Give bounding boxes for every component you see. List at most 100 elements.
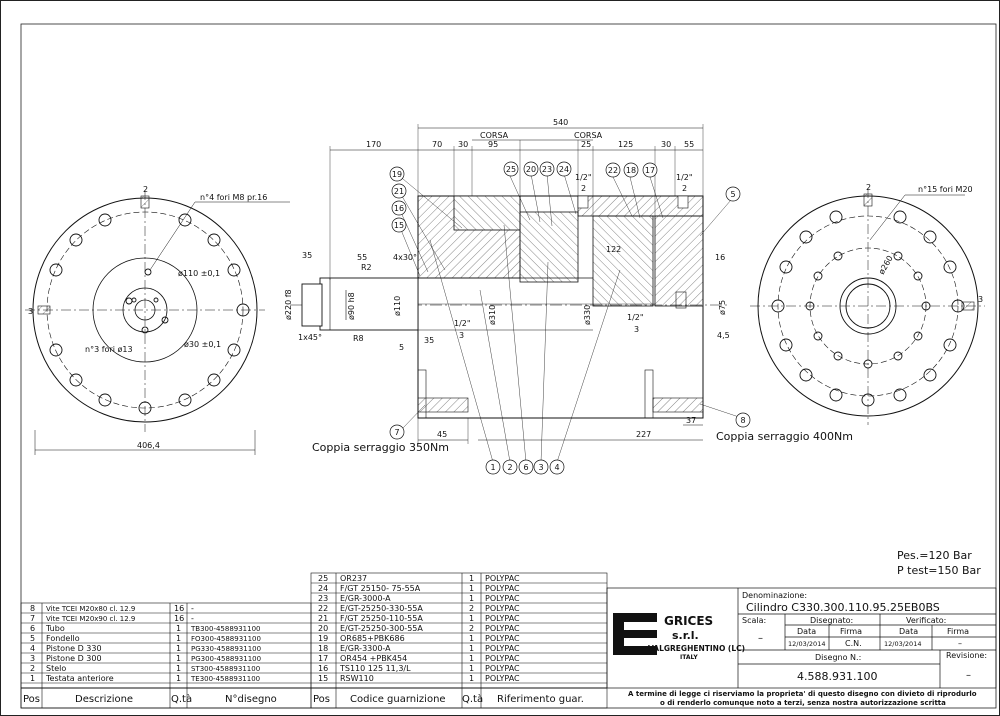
dim-half-top1: 1/2" xyxy=(575,173,592,182)
bom-right-pos-3: 22 xyxy=(318,604,328,613)
bom-right-code-3: E/GT-25250-330-55A xyxy=(340,604,423,613)
bom-left-pos-0: 8 xyxy=(30,604,35,613)
bom-right-pos-10: 15 xyxy=(318,674,328,683)
bom-left-qta-1: 16 xyxy=(174,614,184,623)
bom-left-desc-3: Fondello xyxy=(46,634,80,643)
bom-right-ref-9: POLYPAC xyxy=(485,664,520,673)
revisione-label: Revisione: xyxy=(946,651,987,660)
bom-right-code-8: OR454 +PBK454 xyxy=(340,654,407,663)
bom-right-code-4: F/GT 25250-110-55A xyxy=(340,614,423,623)
bom-left-draw-7: TE300-4588931100 xyxy=(190,675,260,683)
bom-right-qta-8: 1 xyxy=(469,654,474,663)
bom-right-rows: 25 OR237 1 POLYPAC 24 F/GT 25150- 75-55A… xyxy=(313,574,584,705)
disegnato-label: Disegnato: xyxy=(810,616,853,625)
bom-left-desc-5: Pistone D 300 xyxy=(46,654,102,663)
bom-left-draw-3: FO300-4588931100 xyxy=(191,635,261,643)
bom-right-ref-1: POLYPAC xyxy=(485,584,520,593)
left-mark-top: 2 xyxy=(143,185,148,194)
bom-right-code-9: TS110 125 11,3/L xyxy=(339,664,411,673)
bom-right-ref-0: POLYPAC xyxy=(485,574,520,583)
dim-55b: 55 xyxy=(357,253,367,262)
dim-r2: R2 xyxy=(361,263,372,272)
bom-left-qta-5: 1 xyxy=(176,654,181,663)
left-dim-width: 406,4 xyxy=(137,441,160,450)
bom-left-qta-3: 1 xyxy=(176,634,181,643)
dim-half-top2: 1/2" xyxy=(676,173,693,182)
balloon-5: 5 xyxy=(730,190,735,199)
dim-95: 95 xyxy=(488,140,498,149)
bom-left-desc-0: Vite TCEI M20x80 cl. 12.9 xyxy=(46,605,135,613)
balloon-2: 2 xyxy=(507,463,512,472)
bom-left-pos-5: 3 xyxy=(30,654,35,663)
scala-label: Scala: xyxy=(742,616,766,625)
bom-left-pos-6: 2 xyxy=(30,664,35,673)
right-phi260-label: ø260 xyxy=(877,254,895,276)
bom-right-qta-9: 1 xyxy=(469,664,474,673)
company-srl: s.r.l. xyxy=(672,629,699,642)
dim-phi90: ø90 h8 xyxy=(347,292,356,320)
dim-half-a: 1/2" xyxy=(454,319,471,328)
dim-5: 5 xyxy=(399,343,404,352)
balloon-20: 20 xyxy=(526,165,536,174)
bom-right-code-1: F/GT 25150- 75-55A xyxy=(340,584,421,593)
bom-left-qta-7: 1 xyxy=(176,674,181,683)
bom-right-ref-4: POLYPAC xyxy=(485,614,520,623)
balloon-8: 8 xyxy=(740,416,745,425)
dim-45: 45 xyxy=(437,430,447,439)
bom-left-pos-7: 1 xyxy=(30,674,35,683)
balloon-24: 24 xyxy=(559,165,569,174)
bom-right-ref-7: POLYPAC xyxy=(485,644,520,653)
right-holes-label: n°15 fori M20 xyxy=(918,185,973,194)
legal-notice-2: o di renderlo comunque noto a terzi, sen… xyxy=(660,699,946,707)
right-mark-top: 2 xyxy=(866,183,871,192)
bom-left-qta-6: 1 xyxy=(176,664,181,673)
left-mark-left: 3 xyxy=(28,307,33,316)
balloon-3: 3 xyxy=(538,463,543,472)
denominazione-label: Denominazione: xyxy=(742,591,807,600)
verificato-firma-label: Firma xyxy=(947,627,969,636)
bom-left-pos-1: 7 xyxy=(30,614,35,623)
company-country: ITALY xyxy=(680,654,698,661)
left-holes-center-label: n°3 fori ø13 xyxy=(85,345,133,354)
left-phi30-label: ø30 ±0,1 xyxy=(184,340,221,349)
disegno-value: 4.588.931.100 xyxy=(797,670,877,683)
dim-227: 227 xyxy=(636,430,651,439)
bom-left-draw-6: ST300-4588931100 xyxy=(191,665,260,673)
bom-left-draw-2: TB300-4588931100 xyxy=(190,625,261,633)
disegnato-data-label: Data xyxy=(797,627,816,636)
bom-left-pos-4: 4 xyxy=(30,644,35,653)
bom-right-ref-3: POLYPAC xyxy=(485,604,520,613)
coppia-right: Coppia serraggio 400Nm xyxy=(716,430,853,443)
balloon-6: 6 xyxy=(523,463,528,472)
bom-right-pos-2: 23 xyxy=(318,594,328,603)
verificato-data: 12/03/2014 xyxy=(884,640,921,648)
right-mark-right: 3 xyxy=(978,295,983,304)
balloon-22: 22 xyxy=(608,166,618,175)
bom-right-pos-1: 24 xyxy=(318,584,328,593)
bom-right-pos-4: 21 xyxy=(318,614,328,623)
dim-3b: 3 xyxy=(634,325,639,334)
bom-left-draw-4: PG330-4588931100 xyxy=(191,645,261,653)
dim-phi330: ø330 xyxy=(583,305,592,325)
section-view xyxy=(290,124,743,463)
bom-left-pos-3: 5 xyxy=(30,634,35,643)
bom-right-code-6: OR685+PBK686 xyxy=(340,634,405,643)
bom-left-header-qta: Q.tà xyxy=(171,693,192,705)
bom-right-header-code: Codice guarnizione xyxy=(350,694,446,705)
balloon-4: 4 xyxy=(554,463,559,472)
dim-70: 70 xyxy=(432,140,442,149)
dim-phi110: ø110 xyxy=(393,296,402,316)
dim-35b: 35 xyxy=(424,336,434,345)
bom-right-code-10: RSW110 xyxy=(340,674,374,683)
company-name: GRICES xyxy=(664,614,713,628)
bom-left-desc-4: Pistone D 330 xyxy=(46,644,102,653)
dim-125: 125 xyxy=(618,140,633,149)
bom-left-desc-2: Tubo xyxy=(45,624,65,633)
bom-left-header-pos: Pos xyxy=(23,694,40,705)
dim-170: 170 xyxy=(366,140,381,149)
bom-left-desc-1: Vite TCEI M20x90 cl. 12.9 xyxy=(46,615,135,623)
bom-left-qta-2: 1 xyxy=(176,624,181,633)
dim-35: 35 xyxy=(302,251,312,260)
verificato-data-label: Data xyxy=(899,627,918,636)
dim-1x45: 1x45° xyxy=(298,333,322,342)
